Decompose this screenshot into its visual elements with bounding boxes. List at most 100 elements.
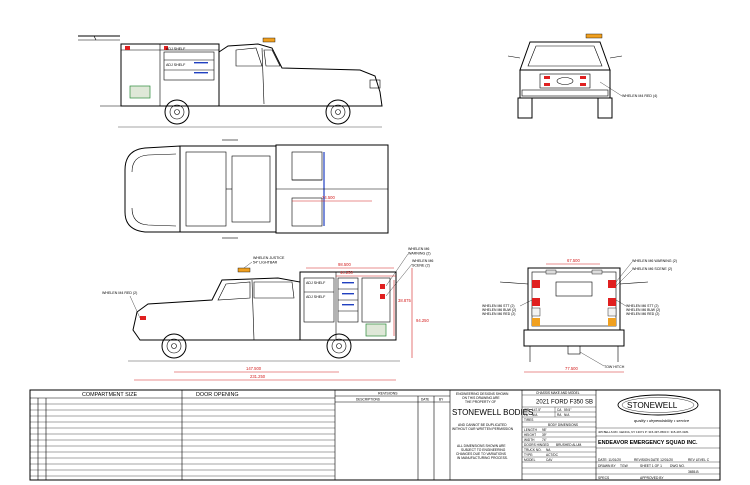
logo-text: STONEWELL bbox=[627, 401, 678, 410]
dim-overall-height: 94.250 bbox=[416, 318, 429, 323]
warning-callout-2: WARNING (2) bbox=[408, 252, 431, 256]
duplication-note-2: WITHOUT OUR WRITTEN PERMISSION bbox=[452, 427, 514, 431]
spec-ra-value: N/A bbox=[564, 413, 570, 417]
compartment-rows bbox=[30, 403, 335, 477]
model-label: MODEL bbox=[524, 458, 536, 462]
front-red-light bbox=[140, 316, 146, 320]
front-light-callout: WHELEN M4 RED (4) bbox=[622, 94, 657, 98]
blue-reflector bbox=[194, 62, 208, 64]
grille-light bbox=[544, 76, 550, 79]
scene-light bbox=[380, 294, 385, 299]
warning-callout-1: WHELEN M6 bbox=[408, 247, 429, 251]
rear-red-callout: WHELEN M6 RED (2) bbox=[482, 312, 515, 316]
scene-callout-1: WHELEN M6 bbox=[412, 259, 433, 263]
truck-no-label: TRUCK NO. bbox=[524, 448, 542, 452]
revisions-title: REVISIONS bbox=[378, 392, 398, 396]
spec-tires-label: TIRES bbox=[524, 418, 533, 422]
company-name: STONEWELL BODIES bbox=[452, 408, 533, 417]
ownership-note-3: THE PROPERTY OF bbox=[465, 400, 496, 404]
marker-light bbox=[164, 46, 168, 50]
rear-scene-callout: WHELEN M6 SCENE (2) bbox=[632, 267, 672, 271]
revisions-desc-header: DESCRIPTIONS bbox=[356, 398, 380, 402]
front-lightbar bbox=[585, 33, 603, 39]
dimensions-note-3: CHANGES DUE TO VARIATIONS bbox=[456, 452, 507, 456]
spec-ra-label: RA bbox=[557, 413, 562, 417]
chassis-model: 2021 FORD F350 SB bbox=[536, 400, 593, 406]
dim-overall-length: 231.250 bbox=[250, 374, 266, 379]
body-dims-label: BODY DIMENSIONS bbox=[548, 423, 578, 427]
body-height-label: HEIGHT bbox=[524, 433, 536, 437]
type-label: TYPE: bbox=[524, 453, 533, 457]
blue-reflector bbox=[342, 293, 354, 295]
blue-reflector bbox=[194, 72, 208, 74]
ownership-note-2: ON THIS DRAWING ARE bbox=[462, 396, 500, 400]
drawn-by-label: DRAWN BY bbox=[598, 464, 616, 468]
spec-wb-label: WB bbox=[524, 408, 529, 412]
scene-callout-2: SCENE (2) bbox=[412, 264, 430, 268]
rear-buw-light bbox=[607, 307, 617, 317]
access-panel bbox=[365, 323, 387, 337]
rear-red-right-callout: WHELEN M6 RED (2) bbox=[626, 312, 659, 316]
justice-callout-1: WHELEN JUSTICE bbox=[253, 256, 285, 260]
sheet-field: SHEET 1 OF 1 bbox=[640, 464, 662, 468]
dwg-no-value: 3655-B bbox=[688, 470, 699, 474]
approved-by-label: APPROVED BY bbox=[640, 476, 664, 480]
rear-stt-light bbox=[608, 298, 616, 306]
rear-warning-callout: WHELEN M6 WARNING (2) bbox=[632, 259, 677, 263]
shelf-label: ADJ SHELF bbox=[166, 63, 186, 67]
company-address: 405 BELLS RD. GENOA, NY 13071 P: 315-497… bbox=[598, 430, 689, 434]
compartment-size-header: COMPARTMENT SIZE bbox=[82, 392, 138, 398]
rear-warning-light bbox=[608, 280, 616, 288]
access-panel bbox=[129, 85, 151, 99]
specs-label: SPECS bbox=[598, 476, 610, 480]
truck-no-value: NA bbox=[546, 448, 551, 452]
marker-light bbox=[125, 46, 130, 50]
spec-ca-label: CA bbox=[557, 408, 562, 412]
doors-value: BRUSHED ALUM. bbox=[556, 443, 582, 447]
customer-name: ENDEAVOR EMERGENCY SQUAD INC. bbox=[598, 440, 698, 446]
side-view-passenger: ADJ SHELF ADJ SHELF WHELEN JUSTICE 54" L… bbox=[102, 247, 433, 381]
shelf-label: ADJ SHELF bbox=[166, 47, 186, 51]
revisions-date-header: DATE bbox=[421, 398, 429, 402]
door-opening-header: DOOR OPENING bbox=[196, 392, 239, 398]
blue-reflector bbox=[342, 282, 354, 284]
grille-light bbox=[580, 83, 586, 86]
title-block: COMPARTMENT SIZE DOOR OPENING REVISIONS … bbox=[29, 389, 721, 481]
tow-hitch-callout: TOW HITCH bbox=[604, 365, 625, 369]
model-value: CAV bbox=[546, 458, 553, 462]
dim-top-width: 74.500 bbox=[322, 195, 335, 200]
dim-body-height: 38.875 bbox=[398, 298, 411, 303]
rear-amber-light bbox=[532, 318, 540, 326]
revisions-by-header: BY bbox=[439, 398, 444, 402]
shelf-label: ADJ SHELF bbox=[306, 295, 326, 299]
chassis-label: CHASSIS MAKE AND MODEL bbox=[536, 391, 580, 395]
warning-light bbox=[380, 284, 385, 289]
spec-fa-label: FA bbox=[524, 413, 529, 417]
grille-light bbox=[580, 76, 586, 79]
drawn-by-value: TGW bbox=[620, 464, 629, 468]
spec-wb-value: 147.5" bbox=[532, 408, 541, 412]
dimensions-note-1: ALL DIMENSIONS SHOWN ARE bbox=[457, 444, 506, 448]
front-view: WHELEN M4 RED (4) bbox=[507, 33, 657, 119]
body-height-value: 39" bbox=[542, 433, 547, 437]
rev-level-field: REV LEVEL C bbox=[688, 458, 710, 462]
rear-amber-light bbox=[608, 318, 616, 326]
dim-compartment: 44.250 bbox=[340, 270, 353, 275]
rear-stt-right-callout: WHELEN M6 STT (2) bbox=[626, 304, 659, 308]
rear-buw-callout: WHELEN M6 BUW (2) bbox=[482, 308, 516, 312]
dim-body-length: 98.500 bbox=[338, 262, 351, 267]
body-length-value: 98" bbox=[542, 428, 547, 432]
top-view: 74.500 bbox=[124, 139, 389, 239]
body-length-label: LENGTH bbox=[524, 428, 538, 432]
rear-buw-light bbox=[531, 307, 541, 317]
dimensions-note-2: SUBJECT TO ENGINEERING bbox=[461, 448, 506, 452]
type-value: ACT/DC bbox=[546, 453, 559, 457]
justice-lightbar bbox=[262, 37, 276, 43]
date-field: DATE: 11/01/20 bbox=[598, 458, 621, 462]
dim-rear-top: 67.500 bbox=[567, 258, 580, 263]
spec-ca-value: 59.5" bbox=[564, 408, 571, 412]
dimensions-note-4: IN MANUFACTURING PROCESS. bbox=[457, 456, 508, 460]
doors-label: DOORS HINGED bbox=[524, 443, 550, 447]
rear-buw-right-callout: WHELEN M6 BUW (2) bbox=[626, 308, 660, 312]
